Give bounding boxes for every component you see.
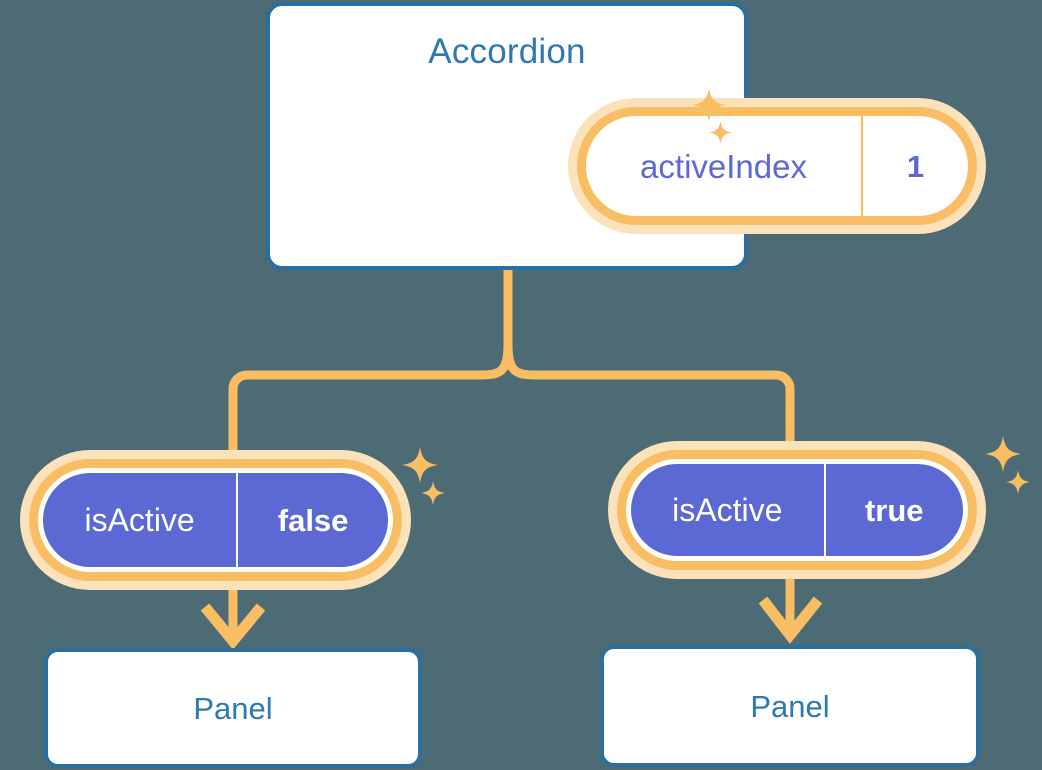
state-key-label: isActive (84, 502, 195, 538)
state-pill-divider (236, 473, 239, 567)
state-pill-divider (861, 116, 864, 216)
panel-component-card-left[interactable]: Panel (44, 648, 422, 768)
sparkle-small-icon (421, 481, 445, 505)
state-pill-active-index[interactable]: activeIndex 1 (577, 107, 977, 225)
arrow-down-icon-left (200, 575, 266, 650)
state-pill-is-active-left[interactable]: isActive false (38, 468, 393, 572)
panel-title: Panel (750, 688, 830, 724)
page-title: Accordion (428, 32, 586, 71)
connector-fork-right (503, 344, 795, 452)
connector-fork-left (228, 344, 513, 462)
state-pill-is-active-right[interactable]: isActive true (626, 459, 968, 561)
accordion-component-card[interactable]: Accordion activeIndex 1 (266, 2, 977, 270)
state-key-label: isActive (672, 492, 783, 528)
state-value-label: false (277, 502, 349, 538)
state-value-label: true (864, 492, 924, 528)
state-key-label: activeIndex (640, 147, 807, 185)
state-pill-divider (823, 464, 826, 556)
panel-title: Panel (193, 690, 273, 726)
sparkle-large-icon (402, 447, 438, 483)
sparkle-small-icon (1006, 470, 1030, 494)
panel-component-card-right[interactable]: Panel (600, 645, 980, 767)
arrow-down-icon-right (758, 565, 823, 644)
state-value-label: 1 (906, 148, 925, 184)
sparkle-large-icon (985, 436, 1021, 472)
